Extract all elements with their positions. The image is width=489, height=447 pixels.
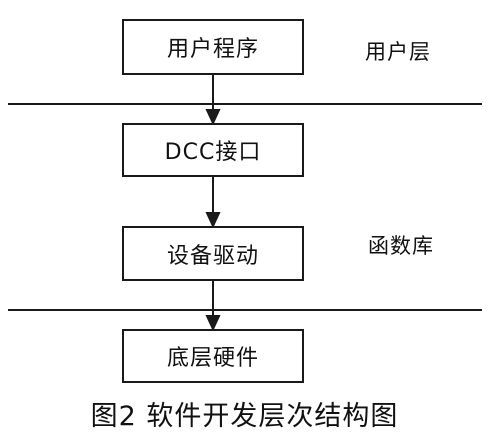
box-underlying-hardware-label: 底层硬件 — [166, 346, 259, 371]
separator-bottom — [8, 309, 482, 311]
box-device-driver: 设备驱动 — [122, 226, 304, 281]
box-dcc-interface-label: DCC接口 — [164, 140, 262, 165]
arrow-dcc-to-device-driver-head — [205, 212, 221, 229]
box-underlying-hardware: 底层硬件 — [122, 329, 304, 383]
arrow-device-driver-to-hardware-head — [205, 315, 221, 332]
figure-caption: 图2 软件开发层次结构图 — [90, 401, 399, 432]
layer-label-function-library: 函数库 — [368, 234, 434, 258]
box-device-driver-label: 设备驱动 — [166, 243, 259, 269]
arrow-user-program-to-dcc-head — [205, 109, 221, 126]
box-user-program: 用户程序 — [122, 19, 304, 75]
box-dcc-interface: DCC接口 — [122, 123, 304, 177]
layer-label-user: 用户层 — [365, 40, 431, 64]
separator-top — [8, 103, 482, 105]
box-user-program-label: 用户程序 — [166, 37, 259, 62]
